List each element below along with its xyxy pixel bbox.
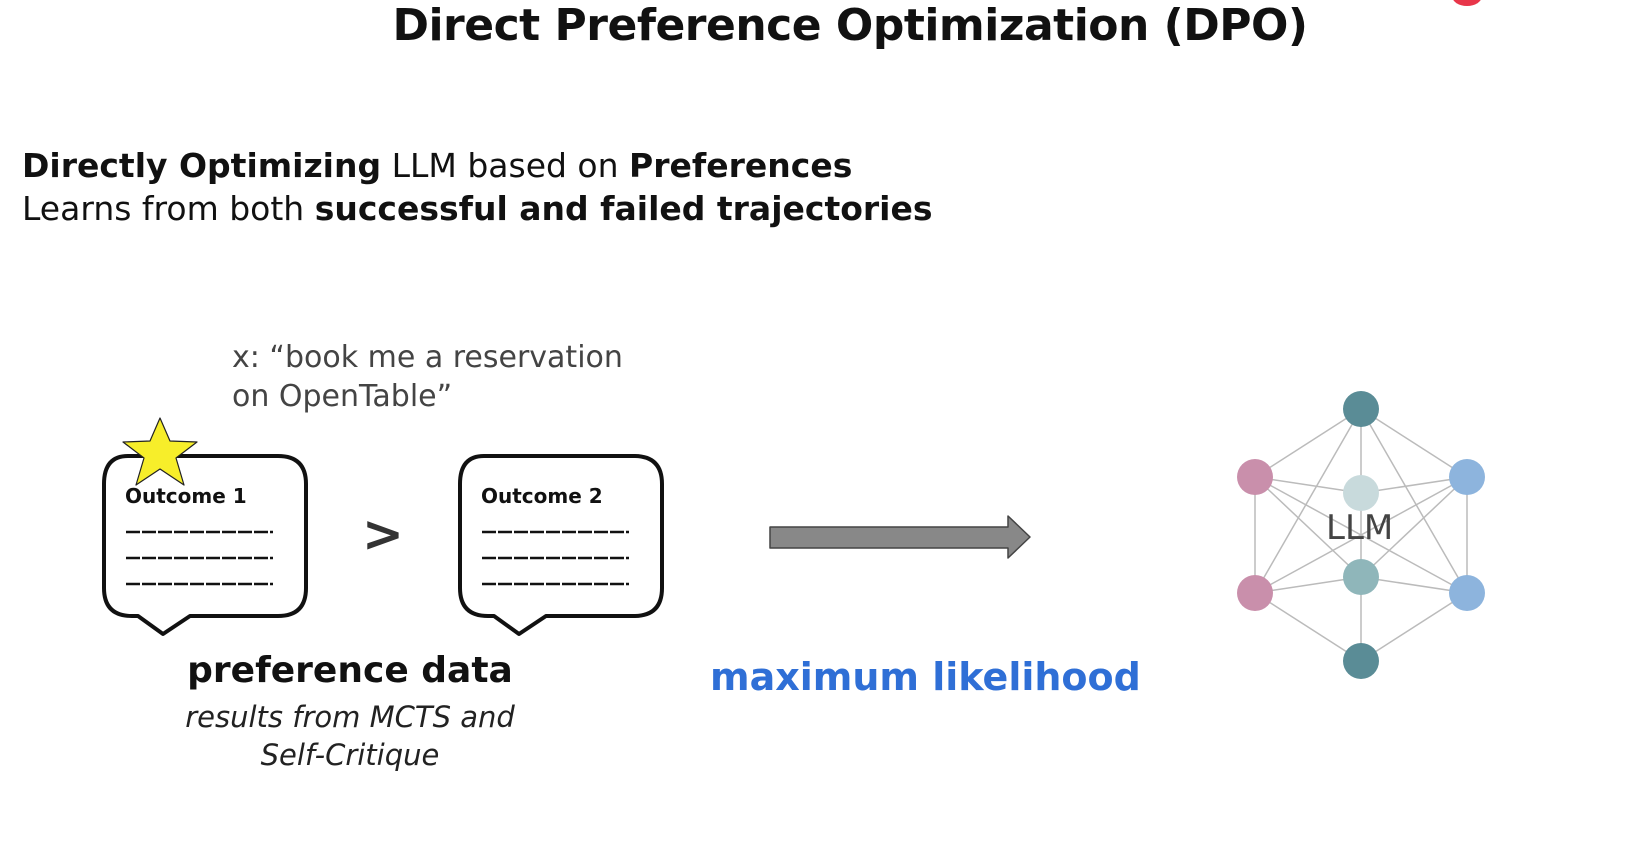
learns-from-both-text: Learns from both: [22, 189, 315, 228]
network-node: [1237, 575, 1273, 611]
arrow-icon: [769, 515, 1031, 559]
prompt-text: x: “book me a reservation on OpenTable”: [232, 340, 623, 414]
llm-based-on-text: LLM based on: [381, 146, 630, 185]
description-line-2: Learns from both successful and failed t…: [22, 189, 933, 228]
outcome-1-label: Outcome 1: [125, 484, 247, 508]
network-node: [1343, 391, 1379, 427]
outcome-2-bubble: Outcome 2: [458, 454, 664, 636]
outcome-1-bubble: Outcome 1: [102, 454, 308, 636]
network-node: [1237, 459, 1273, 495]
slide-title: Direct Preference Optimization (DPO): [392, 0, 1308, 51]
network-node: [1449, 575, 1485, 611]
preference-data-subtitle: results from MCTS and Self-Critique: [185, 700, 515, 772]
network-node: [1343, 475, 1379, 511]
network-node: [1343, 643, 1379, 679]
llm-nodes: [1237, 391, 1485, 679]
network-node: [1449, 459, 1485, 495]
preferences-text: Preferences: [629, 146, 853, 185]
greater-than-symbol: >: [362, 505, 404, 563]
star-icon: [122, 417, 198, 486]
llm-network-icon: [1254, 408, 1468, 662]
maximum-likelihood-label: maximum likelihood: [710, 655, 1141, 699]
outcome-2-label: Outcome 2: [481, 484, 603, 508]
preference-data-title: preference data: [187, 650, 513, 691]
record-indicator-icon: [1452, 0, 1482, 6]
network-node: [1343, 559, 1379, 595]
llm-label: LLM: [1326, 508, 1394, 548]
description-line-1: Directly Optimizing LLM based on Prefere…: [22, 146, 852, 185]
directly-optimizing-text: Directly Optimizing: [22, 146, 382, 185]
trajectories-text: successful and failed trajectories: [314, 189, 933, 228]
